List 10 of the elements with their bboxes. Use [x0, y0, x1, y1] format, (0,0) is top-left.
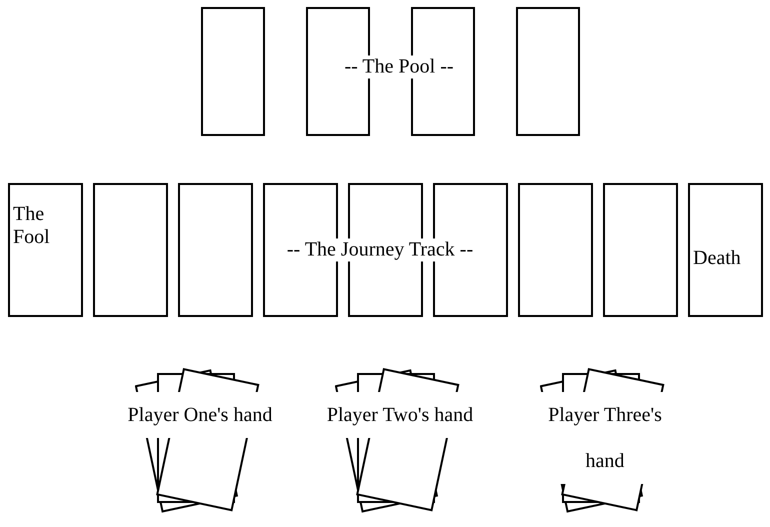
card-outline: [688, 183, 763, 317]
card-label: The Fool: [13, 203, 51, 249]
card-outline: [201, 7, 265, 136]
card-label: Death: [693, 247, 741, 270]
card-outline: [93, 183, 168, 317]
card-outline: [603, 183, 678, 317]
card-outline: [518, 183, 593, 317]
card-outline: [8, 183, 83, 317]
card-outline: [516, 7, 580, 136]
card-outline: [178, 183, 253, 317]
